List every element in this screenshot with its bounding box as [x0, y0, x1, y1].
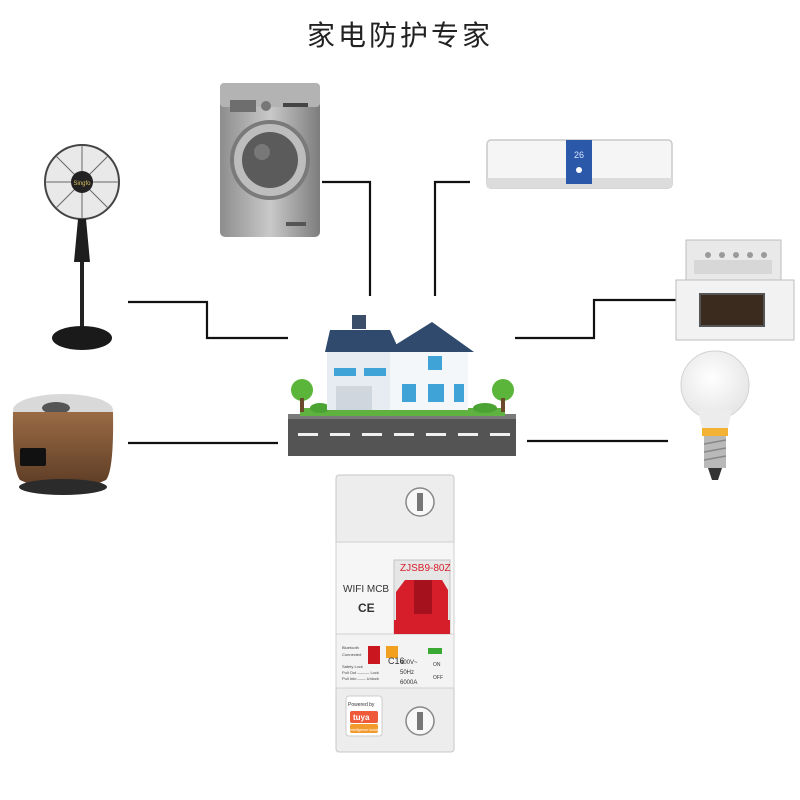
- light-bulb-image: [680, 350, 750, 480]
- washing-machine-image: [220, 83, 320, 237]
- connector-lines: [128, 180, 676, 445]
- breaker-model: ZJSB9-80Z: [400, 563, 451, 574]
- connected-label: Connected: [342, 652, 361, 657]
- line-oven: [515, 298, 676, 340]
- powered-by-label: Powered by: [348, 702, 375, 708]
- breaker-voltage: 400V~: [400, 660, 418, 666]
- breaker-rating: C16: [388, 656, 405, 666]
- page-title: 家电防护专家: [306, 19, 493, 52]
- breaker-capacity: 6000A: [400, 680, 417, 686]
- lock-line-1: Pull Out ——— Lock: [342, 670, 379, 675]
- rice-cooker-image: [12, 394, 114, 495]
- breaker-frequency: 50Hz: [400, 670, 414, 676]
- off-label: OFF: [433, 675, 443, 681]
- line-ac: [433, 180, 470, 296]
- lock-line-2: Pull Into —— Unlock: [342, 676, 379, 681]
- air-conditioner-image: 26: [486, 139, 673, 189]
- oven-image: [675, 239, 795, 341]
- svg-text:26: 26: [574, 150, 584, 160]
- on-label: ON: [433, 662, 441, 668]
- stand-fan-image: Singfo: [44, 144, 120, 350]
- tuya-brand: tuya: [353, 713, 370, 722]
- svg-text:Singfo: Singfo: [73, 181, 91, 187]
- line-washer: [322, 180, 372, 296]
- tuya-tagline: Intelligence Inside: [350, 728, 379, 732]
- ce-mark: CE: [358, 601, 375, 615]
- breaker-type: WIFI MCB: [343, 584, 389, 595]
- smart-breaker-image: [335, 474, 455, 753]
- safety-lock-label: Safety Lock: [342, 664, 363, 669]
- house-scene-image: [288, 315, 516, 456]
- line-fan: [128, 300, 288, 340]
- bluetooth-label: Bluetooth: [342, 645, 359, 650]
